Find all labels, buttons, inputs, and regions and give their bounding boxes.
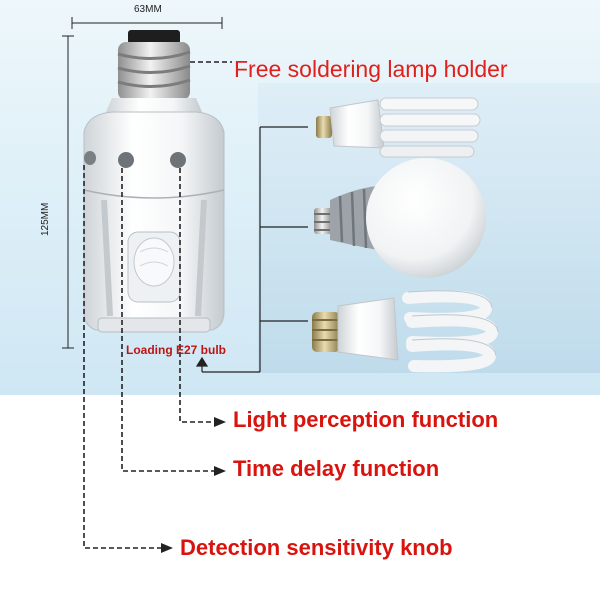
free-soldering-label: Free soldering lamp holder (234, 56, 508, 82)
screw-thread-icon (117, 42, 191, 100)
width-dimension-line (71, 17, 223, 29)
height-dimension-line (62, 35, 74, 349)
height-dimension-label: 125MM (40, 202, 51, 236)
pir-sensor-icon (127, 231, 181, 303)
sensor-hole-icon (84, 151, 186, 168)
leader-time-delay (121, 168, 226, 476)
leader-detection-sensitivity (83, 165, 173, 553)
light-perception-label: Light perception function (233, 407, 499, 432)
leader-light-perception (179, 168, 226, 427)
led-globe-bulb-icon (314, 158, 486, 278)
cfl-u-bulb-icon (316, 97, 481, 158)
bulb-bracket-line (195, 126, 308, 373)
time-delay-label: Time delay function (233, 456, 440, 481)
width-dimension-label: 63MM (134, 4, 162, 15)
sensor-lamp-holder (83, 30, 225, 333)
detection-sensitivity-label: Detection sensitivity knob (180, 535, 453, 560)
loading-e27-label: Loading E27 bulb (126, 343, 227, 357)
spiral-cfl-bulb-icon (312, 290, 499, 373)
